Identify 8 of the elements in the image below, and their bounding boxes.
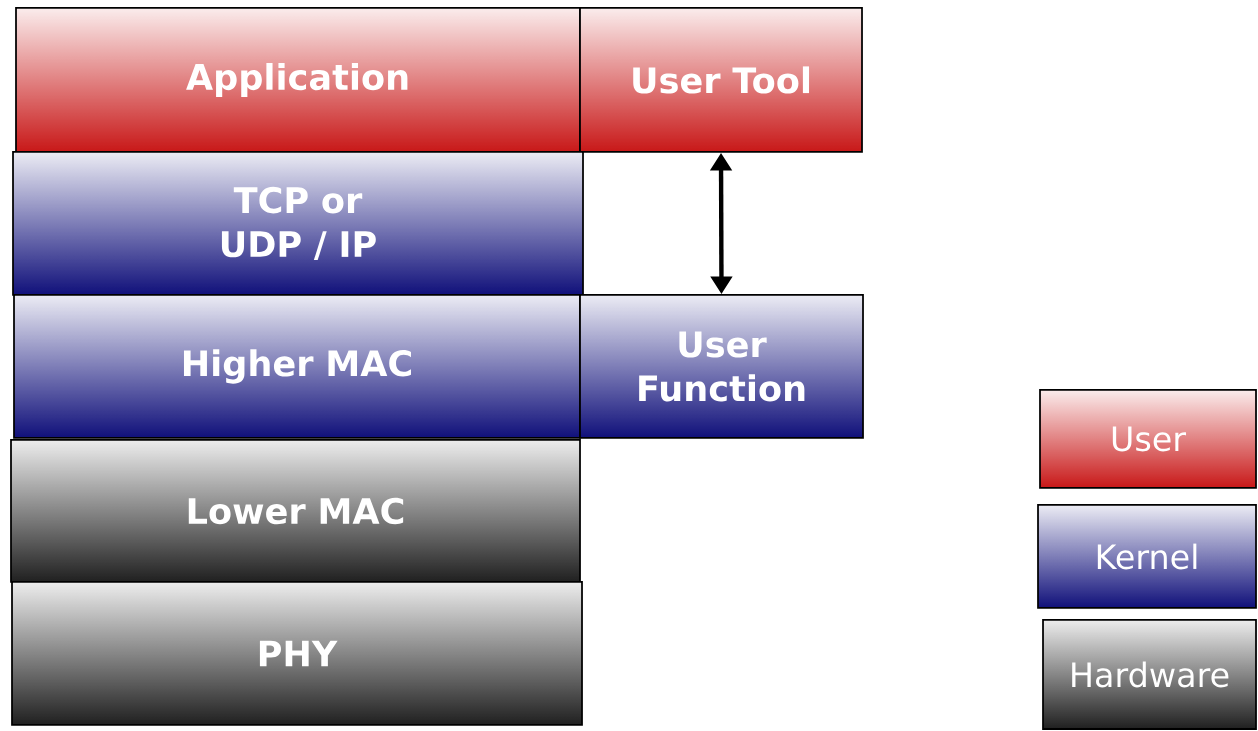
layer-box: Lower MAC (10, 439, 581, 583)
layer-box: User Function (579, 294, 864, 439)
legend-label: Hardware (1072, 661, 1229, 688)
legend-label: Kernel (1097, 543, 1197, 570)
legend-label: User (1112, 426, 1187, 452)
layer-box: PHY (11, 581, 583, 726)
layer-box: User Tool (579, 7, 863, 153)
layer-box: TCP or UDP / IP (12, 151, 584, 296)
